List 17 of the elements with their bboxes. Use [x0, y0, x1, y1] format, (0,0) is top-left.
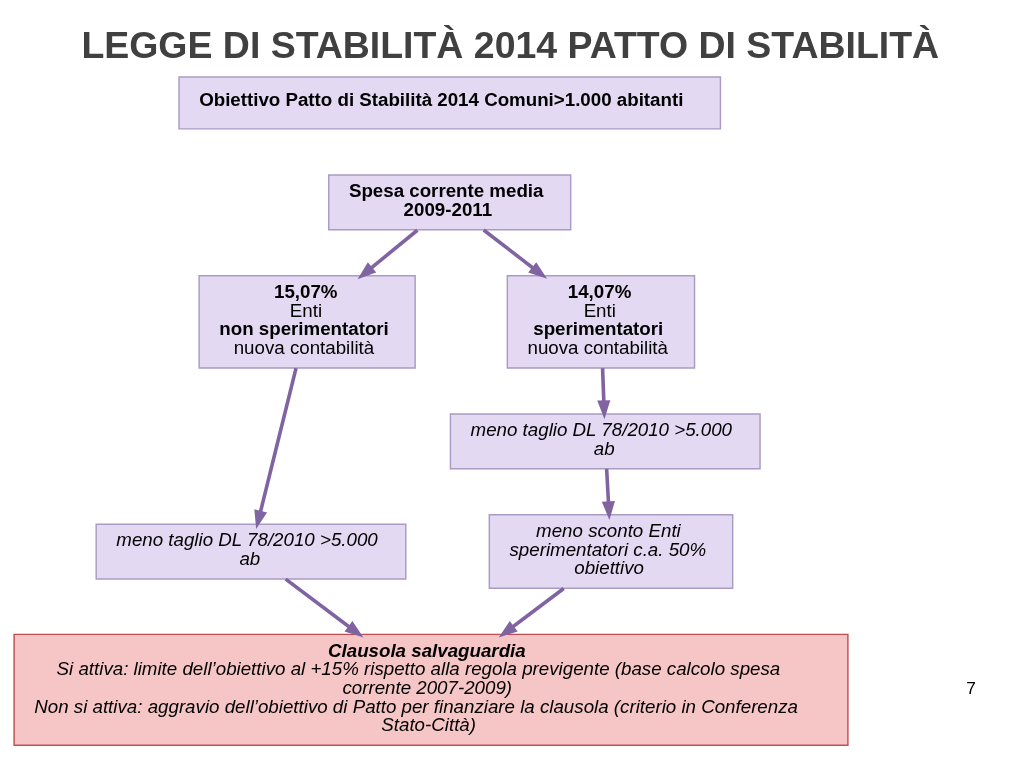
node-box: Obiettivo Patto di Stabilità 2014 Comuni>1.000 abitanti	[178, 75, 722, 130]
arrow	[357, 228, 419, 279]
node-box: meno taglio DL 78/2010 >5.000 ab	[449, 412, 761, 469]
arrow	[601, 468, 615, 520]
node-box: 14,07% Enti sperimentatori nuova contabilità	[506, 274, 696, 369]
label: 7	[966, 677, 976, 698]
arrow	[482, 228, 548, 279]
arrow	[498, 586, 565, 637]
arrow	[597, 367, 611, 419]
node-box: meno taglio DL 78/2010 >5.000 ab	[95, 522, 407, 580]
node-box: 15,07% Enti non sperimentatori nuova contabilità	[198, 274, 416, 369]
arrow	[254, 367, 298, 529]
node-box: meno sconto Enti sperimentatori c.a. 50% obiettivo	[488, 513, 734, 589]
node-box: Spesa corrente media 2009-2011	[328, 173, 572, 230]
node-box: Clausola salvaguardia Si attiva: limite dell’obiettivo al +15% rispetto alla regola previgente (base calcolo spesa corrente 2007-2009) Non si attiva: aggravio dell’obiettivo di Patto per finanziare la clausola (criterio in Conferenza Stato-Città)	[13, 633, 849, 746]
diagram-title: LEGGE DI STABILITÀ 2014 PATTO DI STABILITÀ	[81, 23, 940, 66]
arrow	[284, 577, 364, 638]
